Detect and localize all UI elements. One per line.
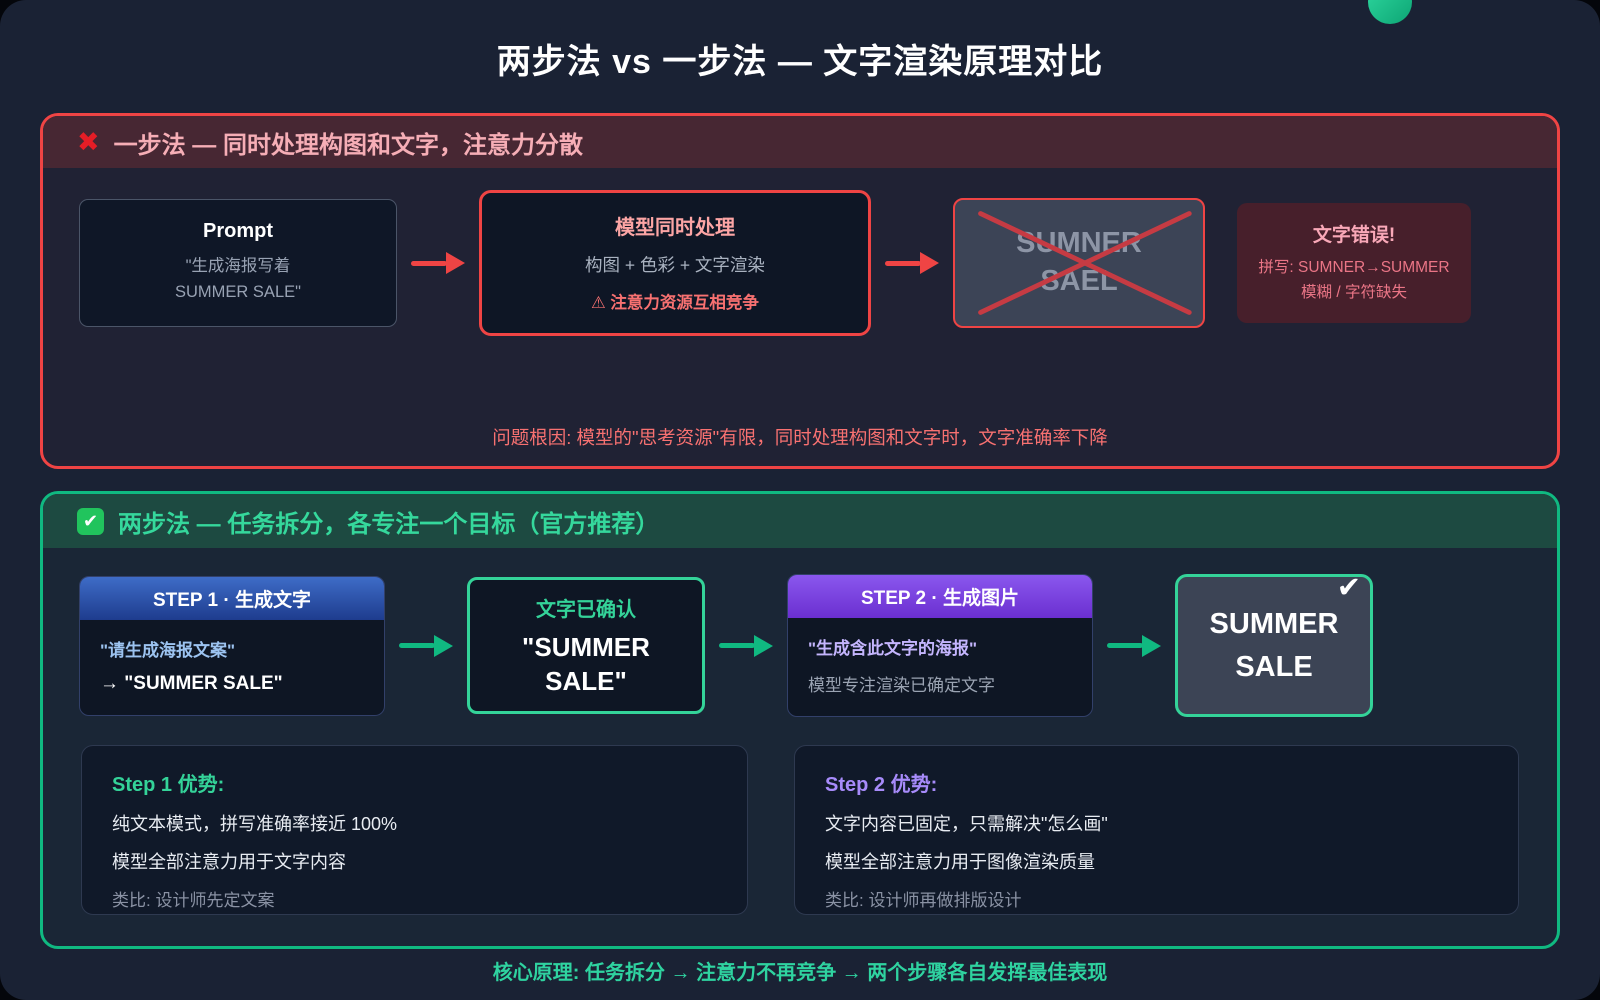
core-principle-note: 核心原理: 任务拆分 → 注意力不再竞争 → 两个步骤各自发挥最佳表现 bbox=[492, 962, 1108, 984]
model-box-title: 模型同时处理 bbox=[615, 217, 735, 239]
step1-line1: "请生成海报文案" bbox=[100, 640, 236, 660]
step1-advantages-box: Step 1 优势: 纯文本模式，拼写准确率接近 100% 模型全部注意力用于文… bbox=[81, 745, 748, 915]
prompt-box-title: Prompt bbox=[203, 220, 273, 243]
text-error-line2: 模糊 / 字符缺失 bbox=[1301, 284, 1407, 301]
one-step-header-label: 一步法 — 同时处理构图和文字，注意力分散 bbox=[113, 131, 583, 159]
one-step-root-cause-note: 问题根因: 模型的"思考资源"有限，同时处理构图和文字时，文字准确率下降 bbox=[492, 427, 1108, 448]
text-confirmed-value: "SUMMER SALE" bbox=[522, 631, 650, 696]
step1-box-header: STEP 1 · 生成文字 bbox=[80, 576, 384, 620]
two-step-header-label: 两步法 — 任务拆分，各专注一个目标（官方推荐） bbox=[118, 510, 660, 538]
page-title: 两步法 vs 一步法 — 文字渲染原理对比 bbox=[496, 43, 1104, 81]
check-badge-icon: ✔ bbox=[77, 507, 104, 535]
two-step-section-header: ✔ 两步法 — 任务拆分，各专注一个目标（官方推荐） bbox=[43, 494, 1557, 548]
step2-box: STEP 2 · 生成图片 "生成含此文字的海报" 模型专注渲染已确定文字 bbox=[787, 574, 1093, 717]
one-step-section: ✖ 一步法 — 同时处理构图和文字，注意力分散 Prompt "生成海报写着 S… bbox=[40, 113, 1560, 469]
cross-mark-icon: ✖ bbox=[77, 126, 100, 157]
step1-advantage-line: 纯文本模式，拼写准确率接近 100% bbox=[112, 814, 398, 834]
model-box-line: 构图 + 色彩 + 文字渲染 bbox=[585, 255, 765, 275]
prompt-box-line2: SUMMER SALE" bbox=[175, 283, 301, 301]
text-confirmed-title: 文字已确认 bbox=[536, 598, 636, 621]
text-error-box: 文字错误! 拼写: SUMNER→SUMMER 模糊 / 字符缺失 bbox=[1237, 203, 1471, 323]
model-process-box: 模型同时处理 构图 + 色彩 + 文字渲染 ⚠ 注意力资源互相竞争 bbox=[479, 190, 871, 336]
step2-advantages-box: Step 2 优势: 文字内容已固定，只需解决"怎么画" 模型全部注意力用于图像… bbox=[794, 745, 1519, 915]
two-step-section: ✔ 两步法 — 任务拆分，各专注一个目标（官方推荐） STEP 1 · 生成文字… bbox=[40, 491, 1560, 949]
step2-advantages-title: Step 2 优势: bbox=[825, 774, 938, 796]
one-step-section-header: ✖ 一步法 — 同时处理构图和文字，注意力分散 bbox=[43, 116, 1557, 168]
step2-advantage-line: 文字内容已固定，只需解决"怎么画" bbox=[825, 814, 1108, 834]
step1-analogy-note: 类比: 设计师先定文案 bbox=[112, 891, 275, 910]
red-x-overlay-icon bbox=[978, 211, 1192, 315]
one-step-flow-row: Prompt "生成海报写着 SUMMER SALE" 模型同时处理 构图 + … bbox=[43, 190, 1557, 336]
prompt-box-line1: "生成海报写着 bbox=[185, 257, 291, 276]
red-arrow-icon bbox=[885, 252, 939, 274]
green-arrow-icon bbox=[1107, 634, 1161, 657]
step2-line2: 模型专注渲染已确定文字 bbox=[808, 676, 995, 695]
prompt-box: Prompt "生成海报写着 SUMMER SALE" bbox=[79, 199, 397, 327]
red-arrow-icon bbox=[411, 252, 465, 274]
step1-box: STEP 1 · 生成文字 "请生成海报文案" → "SUMMER SALE" bbox=[79, 575, 385, 716]
green-arrow-icon bbox=[399, 634, 453, 657]
step1-line2: → "SUMMER SALE" bbox=[100, 672, 283, 694]
step2-box-header: STEP 2 · 生成图片 bbox=[788, 575, 1092, 618]
two-step-flow-row: STEP 1 · 生成文字 "请生成海报文案" → "SUMMER SALE" … bbox=[43, 572, 1557, 717]
good-output-box: ✔ SUMMER SALE bbox=[1175, 572, 1373, 717]
text-error-title: 文字错误! bbox=[1312, 225, 1396, 247]
step2-line1: "生成含此文字的海报" bbox=[808, 639, 978, 658]
bad-output-box: SUMNER SAEL bbox=[953, 198, 1205, 328]
model-box-warning: ⚠ 注意力资源互相竞争 bbox=[591, 294, 759, 312]
text-error-line1: 拼写: SUMNER→SUMMER bbox=[1258, 259, 1450, 277]
good-output-text: SUMMER SALE bbox=[1209, 608, 1339, 683]
green-arrow-icon bbox=[719, 634, 773, 657]
advantages-row: Step 1 优势: 纯文本模式，拼写准确率接近 100% 模型全部注意力用于文… bbox=[43, 745, 1557, 915]
step1-advantage-line: 模型全部注意力用于文字内容 bbox=[112, 852, 346, 872]
text-confirmed-box: 文字已确认 "SUMMER SALE" bbox=[467, 577, 705, 714]
step2-analogy-note: 类比: 设计师再做排版设计 bbox=[825, 891, 1022, 910]
step1-advantages-title: Step 1 优势: bbox=[112, 774, 225, 796]
result-check-icon: ✔ bbox=[1336, 572, 1361, 604]
step2-advantage-line: 模型全部注意力用于图像渲染质量 bbox=[825, 852, 1095, 872]
